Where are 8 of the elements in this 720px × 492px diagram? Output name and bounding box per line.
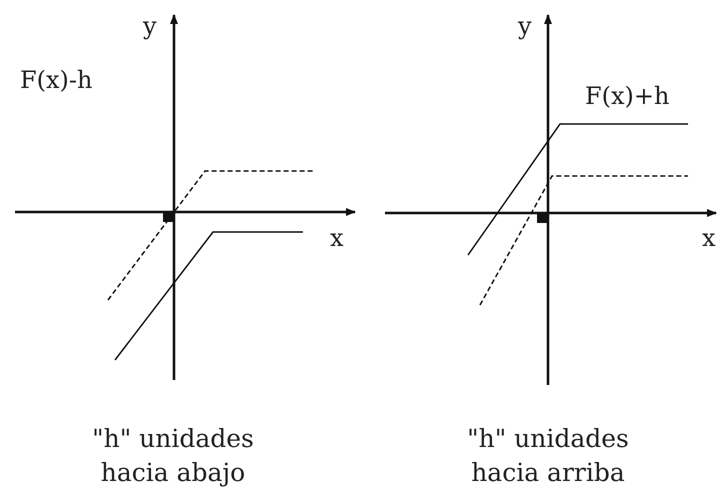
caption: "h" unidades hacia abajo [91, 423, 255, 489]
caption: "h" unidades hacia arriba [466, 423, 630, 489]
axis-label: x [330, 223, 344, 254]
function-label: F(x)-h [20, 65, 92, 96]
axis-label: y [143, 11, 157, 42]
axis-label: y [518, 11, 532, 42]
axis-label: x [702, 223, 716, 254]
function-label: F(x)+h [585, 81, 670, 112]
